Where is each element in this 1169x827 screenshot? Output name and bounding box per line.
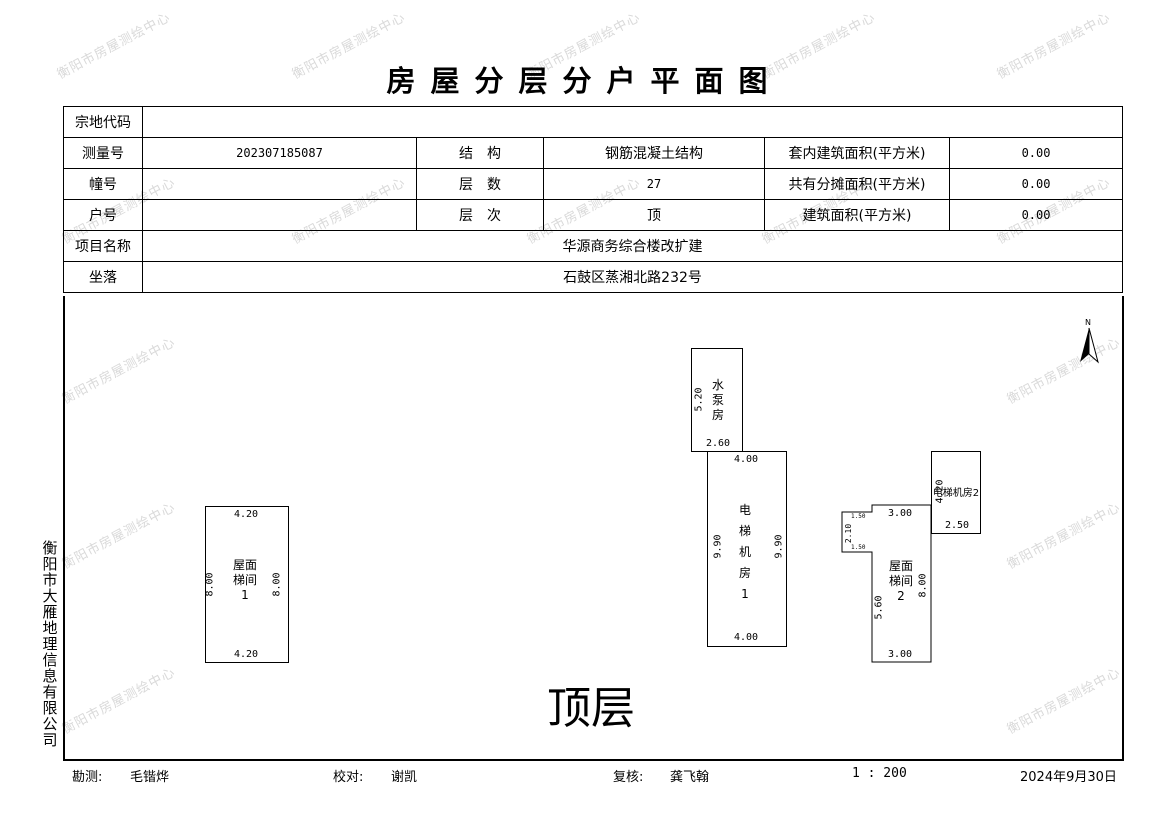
room-pump	[691, 348, 743, 452]
table-row: 户号 层 次 顶 建筑面积(平方米) 0.00	[63, 199, 1124, 231]
room-label-line: 1	[741, 587, 749, 601]
room-label-line: 机	[738, 545, 751, 559]
dim-right: 8.00	[271, 572, 283, 597]
location-label: 坐落	[63, 261, 143, 293]
room-label-line: 梯间	[232, 573, 257, 587]
room-label-line: 水	[711, 378, 724, 392]
room-label-line: 梯间	[888, 574, 913, 588]
floor-name: 顶层	[547, 683, 635, 734]
dim-left: 8.00	[204, 572, 216, 597]
room-label: 屋面 梯间 1	[225, 558, 265, 603]
reviewer-label: 复核:	[613, 770, 644, 785]
date: 2024年9月30日	[1020, 770, 1117, 785]
structure-label: 结 构	[416, 137, 544, 169]
room-stair-2	[841, 504, 932, 663]
company-name: 衡阳市大雁地理信息有限公司	[42, 539, 58, 749]
floor-plan: N 4.20 4.20 8.00 8.00 屋面 梯间 1 5.20 2.60 …	[63, 296, 1124, 761]
scale: 1 : 200	[852, 766, 907, 781]
dim-left: 9.90	[712, 534, 724, 559]
dim-bottom: 2.50	[945, 520, 970, 531]
room-label: 电梯机房2	[932, 488, 980, 499]
unit-no-label: 户号	[63, 199, 143, 231]
shared-area-label: 共有分摊面积(平方米)	[764, 168, 950, 200]
room-label-line: 电	[738, 503, 751, 517]
dim-top: 4.00	[734, 454, 759, 465]
room-label: 电 梯 机 房 1	[735, 500, 755, 605]
dim-notch-bottom: 1.50	[851, 544, 866, 551]
room-label-line: 屋面	[232, 558, 257, 572]
room-label-line: 2	[897, 589, 905, 603]
dim-notch-top: 1.50	[851, 513, 866, 520]
building-no-value	[142, 168, 417, 200]
dim-right: 9.90	[773, 534, 785, 559]
room-label: 屋面 梯间 2	[881, 559, 921, 604]
survey-no-value: 202307185087	[142, 137, 417, 169]
project-value: 华源商务综合楼改扩建	[141, 230, 1124, 262]
room-stair-1	[205, 506, 289, 663]
room-label: 水 泵 房	[708, 378, 728, 423]
building-area-label: 建筑面积(平方米)	[764, 199, 950, 231]
table-row: 项目名称 华源商务综合楼改扩建	[63, 230, 1124, 262]
north-label: N	[1085, 318, 1091, 327]
dim-top: 3.00	[888, 508, 913, 519]
dim-top: 4.20	[234, 509, 259, 520]
info-table: 宗地代码 测量号 202307185087 结 构 钢筋混凝土结构 套内建筑面积…	[63, 106, 1124, 293]
table-row: 宗地代码	[63, 106, 1124, 138]
floor-level-value: 顶	[543, 199, 765, 231]
project-label: 项目名称	[63, 230, 143, 262]
parcel-code-value	[141, 106, 1124, 138]
building-area-value: 0.00	[948, 199, 1124, 231]
room-label-line: 泵	[711, 393, 724, 407]
north-arrow: N	[1077, 318, 1101, 364]
floors-label: 层 数	[416, 168, 544, 200]
shared-area-value: 0.00	[948, 168, 1124, 200]
surveyor-label: 勘测:	[72, 770, 103, 785]
dim-notch-left: 2.10	[844, 523, 854, 544]
table-row: 幢号 层 数 27 共有分摊面积(平方米) 0.00	[63, 168, 1124, 200]
room-label-line: 房	[711, 408, 724, 422]
table-row: 坐落 石鼓区蒸湘北路232号	[63, 261, 1124, 293]
dim-left: 5.20	[693, 387, 705, 412]
dim-bottom: 4.20	[234, 649, 259, 660]
checker-name: 谢凯	[391, 770, 418, 785]
room-label-line: 1	[241, 588, 249, 602]
structure-value: 钢筋混凝土结构	[543, 137, 765, 169]
floors-value: 27	[543, 168, 765, 200]
room-label-line: 屋面	[888, 559, 913, 573]
room-elevator-1	[707, 451, 787, 647]
checker-label: 校对:	[333, 770, 364, 785]
dim-bottom: 3.00	[888, 649, 913, 660]
inner-area-value: 0.00	[948, 137, 1124, 169]
location-value: 石鼓区蒸湘北路232号	[141, 261, 1124, 293]
inner-area-label: 套内建筑面积(平方米)	[764, 137, 950, 169]
table-row: 测量号 202307185087 结 构 钢筋混凝土结构 套内建筑面积(平方米)…	[63, 137, 1124, 169]
room-label-line: 房	[738, 566, 751, 580]
floor-level-label: 层 次	[416, 199, 544, 231]
dim-bottom: 4.00	[734, 632, 759, 643]
north-arrow-icon	[1080, 327, 1099, 364]
reviewer-name: 龚飞翰	[670, 770, 710, 785]
unit-no-value	[142, 199, 417, 231]
room-elevator-2	[931, 451, 981, 534]
surveyor-name: 毛锴烨	[130, 770, 170, 785]
dim-bottom: 2.60	[706, 438, 731, 449]
room-label-line: 梯	[738, 524, 751, 538]
parcel-code-label: 宗地代码	[63, 106, 143, 138]
building-no-label: 幢号	[63, 168, 143, 200]
page-title: 房屋分层分户平面图	[386, 64, 783, 98]
survey-no-label: 测量号	[63, 137, 143, 169]
